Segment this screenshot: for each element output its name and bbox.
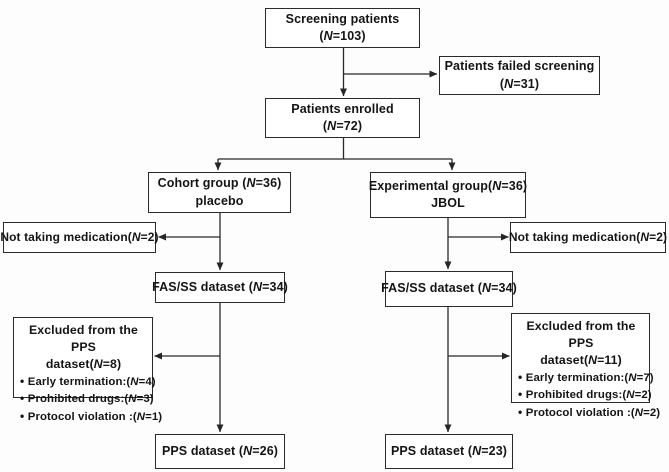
box-count: (N=31): [499, 76, 540, 91]
box-label: Not taking medication(N=2): [0, 230, 159, 245]
box-count: (N=103): [319, 29, 366, 43]
box-fas-ss-dataset-right: FAS/SS dataset (N=34): [381, 271, 517, 307]
box-excluded-pps-left: Excluded from the PPS dataset(N=8) Early…: [13, 317, 162, 423]
box-pps-dataset-right: PPS dataset (N=23): [385, 434, 513, 469]
box-label: Patients failed screening: [444, 59, 595, 74]
box-screening-patients: Screening patients (N=103): [265, 8, 420, 48]
box-experimental-group: Experimental group(N=36) JBOL: [368, 172, 528, 218]
box-pps-dataset-left: PPS dataset (N=26): [155, 434, 285, 469]
box-label: Screening patients: [285, 11, 400, 26]
box-title-count: dataset(N=8): [45, 356, 122, 371]
box-label: PPS dataset (N=26): [161, 443, 279, 458]
box-label: Not taking medication(N=2): [508, 230, 668, 245]
box-title: Excluded from the PPS: [526, 319, 636, 350]
box-title: Excluded from the PPS: [29, 323, 138, 354]
box-sublabel: JBOL: [431, 196, 465, 210]
excluded-reason: Early termination:(N=7): [518, 369, 654, 387]
excluded-reason: Protocol violation :(N=1): [20, 408, 162, 426]
box-excluded-pps-right: Excluded from the PPS dataset(N=11) Earl…: [511, 313, 660, 419]
box-label: FAS/SS dataset (N=34): [152, 279, 288, 294]
box-not-taking-medication-right: Not taking medication(N=2): [508, 222, 668, 253]
box-fas-ss-dataset-left: FAS/SS dataset (N=34): [152, 272, 288, 303]
box-label: Patients enrolled: [291, 101, 394, 116]
box-cohort-group: Cohort group (N=36) placebo: [148, 172, 291, 213]
box-patients-enrolled: Patients enrolled (N=72): [265, 98, 420, 138]
box-title-count: dataset(N=11): [540, 352, 622, 367]
box-label: FAS/SS dataset (N=34): [381, 281, 517, 296]
box-sublabel: placebo: [195, 193, 244, 208]
excluded-reason: Prohibited drugs:(N=2): [518, 386, 652, 404]
box-not-taking-medication-left: Not taking medication(N=2): [0, 222, 159, 253]
excluded-reason: Prohibited drugs:(N=3): [20, 390, 154, 408]
excluded-reason: Early termination:(N=4): [20, 373, 156, 391]
box-label: Cohort group (N=36): [157, 176, 282, 191]
box-failed-screening: Patients failed screening (N=31): [439, 56, 600, 95]
excluded-reason: Protocol violation :(N=2): [518, 404, 660, 422]
box-count: (N=72): [322, 119, 363, 133]
box-label: PPS dataset (N=23): [390, 443, 508, 458]
box-label: Experimental group(N=36): [368, 178, 528, 193]
